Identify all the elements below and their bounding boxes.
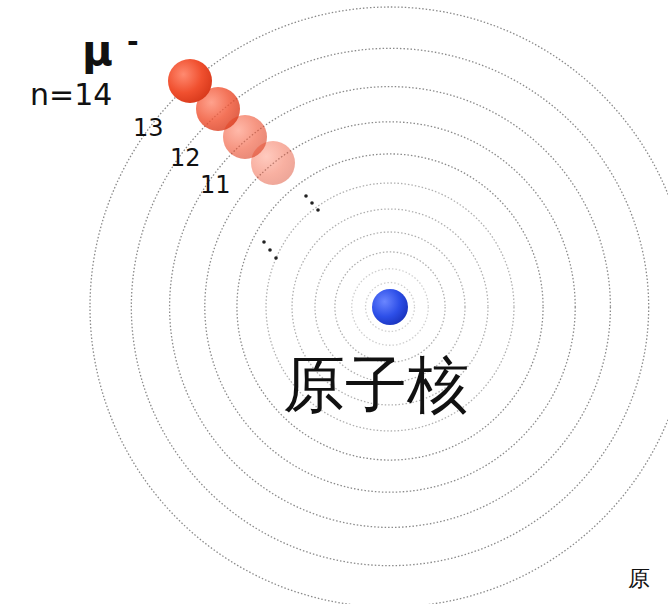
orbit-circle xyxy=(90,7,668,604)
nucleus xyxy=(372,289,408,325)
nucleus-label: 原子核 xyxy=(283,354,469,416)
orbit-circle xyxy=(366,283,415,332)
orbit-circle xyxy=(205,122,575,492)
partial-text: 原 xyxy=(628,568,650,590)
level-number: 13 xyxy=(133,116,164,140)
orbit-circle xyxy=(131,48,648,565)
charge-sign: - xyxy=(127,28,139,56)
particle-symbol: μ xyxy=(82,30,113,72)
orbit-circle xyxy=(237,154,543,460)
orbit-circle xyxy=(170,87,611,528)
orbit-circles xyxy=(90,7,668,604)
level-number: n=14 xyxy=(30,80,112,110)
muon-balls xyxy=(168,59,295,185)
orbit-circle xyxy=(335,252,445,362)
level-number: 11 xyxy=(200,173,231,197)
level-number: 12 xyxy=(170,146,201,170)
orbit-circle xyxy=(352,269,429,346)
orbit-circle xyxy=(266,183,514,431)
leader-dots xyxy=(262,194,320,260)
